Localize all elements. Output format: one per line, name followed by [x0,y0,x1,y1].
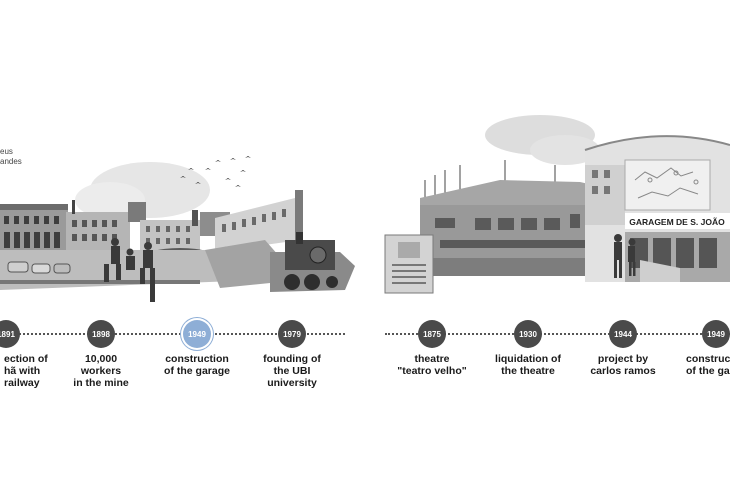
event-label-1930: liquidation of the theatre [495,353,561,377]
event-label-1898: 10,000 workers in the mine [73,353,129,389]
garage-sign-text: GARAGEM DE S. JOÃO [629,217,725,227]
timeline-node-1898: 1898 [87,320,115,348]
left-timeline-line [0,333,345,335]
event-label-1875: theatre "teatro velho" [397,353,467,377]
event-label-1891: ection of hã with railway [4,353,48,389]
corner-note: eus andes [0,147,22,166]
event-label-1949: construction of the garage [164,353,230,377]
event-label-1949-right: construc of the ga [686,353,730,377]
left-city-collage [0,156,355,302]
timeline-node-1949-highlight: 1949 [183,320,211,348]
right-building-collage: GARAGEM DE S. JOÃO [384,115,730,294]
right-timeline-line [385,333,730,335]
timeline-node-1944: 1944 [609,320,637,348]
timeline-node-1875: 1875 [418,320,446,348]
timeline-node-1891: 1891 [0,320,20,348]
event-label-1944: project by carlos ramos [590,353,656,377]
timeline-node-1930: 1930 [514,320,542,348]
event-label-1979: founding of the UBI university [263,353,321,389]
timeline-node-1979: 1979 [278,320,306,348]
timeline-node-1949-right: 1949 [702,320,730,348]
